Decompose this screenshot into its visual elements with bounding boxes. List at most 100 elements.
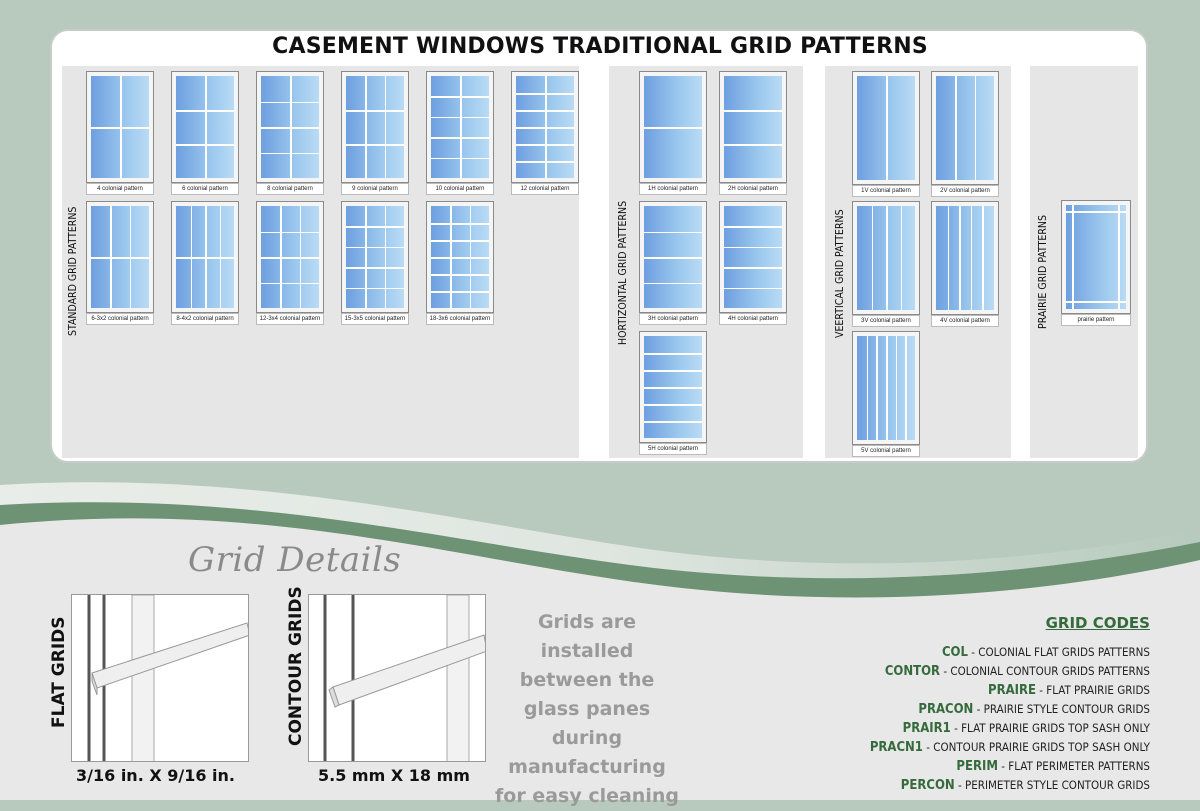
horizontal-section-label: HORTIZONTAL GRID PATTERNS [617, 200, 629, 345]
grid-code-row: COL - COLONIAL FLAT GRIDS PATTERNS [870, 643, 1150, 662]
window-pattern-label: 3V colonial pattern [852, 315, 920, 327]
window-pattern-label: 6 colonial pattern [171, 183, 239, 195]
grid-bar [190, 206, 192, 308]
grid-bar [205, 76, 207, 178]
grid-code: PRAIR1 [902, 721, 951, 736]
grid-bar [724, 267, 782, 269]
grid-code-description: - COLONIAL CONTOUR GRIDS PATTERNS [940, 664, 1150, 678]
grid-code-row: PERIM - FLAT PERIMETER PATTERNS [870, 757, 1150, 776]
grid-code-description: - FLAT PERIMETER PATTERNS [997, 759, 1150, 773]
grid-bar [120, 76, 122, 178]
window-pattern-label: 1H colonial pattern [639, 183, 707, 195]
window-glass [857, 76, 915, 180]
window-pattern: 4 colonial pattern [86, 71, 154, 195]
grid-bar [431, 240, 489, 242]
window-pattern-label: 4 colonial pattern [86, 183, 154, 195]
grid-bar [261, 231, 319, 233]
window-frame [256, 201, 324, 313]
grid-bar [346, 144, 404, 146]
grid-bar [886, 206, 888, 310]
window-pattern: 12-3x4 colonial pattern [256, 201, 324, 325]
grid-bar [724, 246, 782, 249]
window-glass [176, 206, 234, 308]
window-pattern: 4H colonial pattern [719, 201, 787, 325]
window-pattern: 9 colonial pattern [341, 71, 409, 195]
grid-bar [205, 206, 207, 308]
grid-bar [905, 336, 907, 440]
window-frame [639, 331, 707, 443]
window-glass [261, 206, 319, 308]
window-pattern: 6 colonial pattern [171, 71, 239, 195]
window-glass [346, 206, 404, 308]
prairie-section-label: PRAIRIE GRID PATTERNS [1037, 215, 1049, 329]
window-frame [86, 201, 154, 313]
window-pattern-label: 4H colonial pattern [719, 313, 787, 325]
window-glass [91, 206, 149, 308]
grid-bar [365, 206, 367, 308]
grid-code-description: - PERIMETER STYLE CONTOUR GRIDS [954, 778, 1150, 792]
grid-bar [110, 206, 112, 308]
window-frame [852, 71, 920, 185]
window-glass [936, 76, 994, 180]
window-pattern-label: 3H colonial pattern [639, 313, 707, 325]
window-pattern: 8-4x2 colonial pattern [171, 201, 239, 325]
window-glass [91, 76, 149, 178]
grid-code: PERIM [956, 759, 998, 774]
grid-code-row: CONTOR - COLONIAL CONTOUR GRIDS PATTERNS [870, 662, 1150, 681]
window-pattern: prairie pattern [1061, 200, 1131, 326]
standard-section-label: STANDARD GRID PATTERNS [67, 206, 79, 336]
window-frame [256, 71, 324, 183]
window-glass [1066, 205, 1126, 309]
window-frame [171, 71, 239, 183]
grid-bar [261, 282, 319, 284]
window-frame [426, 201, 494, 313]
grid-bar [644, 353, 702, 355]
grid-bar [1066, 211, 1126, 213]
grid-bar [724, 110, 782, 112]
grid-bar [974, 76, 977, 180]
window-pattern: 1V colonial pattern [852, 71, 920, 197]
window-glass [644, 336, 702, 438]
grid-bar [280, 206, 282, 308]
window-pattern: 1H colonial pattern [639, 71, 707, 195]
window-glass [431, 206, 489, 308]
grid-bar [644, 127, 702, 129]
grid-bar [450, 206, 452, 308]
window-glass [724, 206, 782, 308]
grid-codes-heading: GRID CODES [1045, 614, 1150, 632]
window-frame [852, 331, 920, 445]
grid-bar [346, 110, 404, 112]
flat-grid-dimensions: 3/16 in. X 9/16 in. [76, 766, 236, 785]
grid-bar [866, 336, 869, 440]
grid-bar [970, 206, 973, 310]
grid-bar [346, 246, 404, 249]
window-pattern-label: 6-3x2 colonial pattern [86, 313, 154, 325]
window-pattern: 12 colonial pattern [511, 71, 579, 195]
grid-info-text: Grids are installed between the glass pa… [495, 611, 679, 807]
window-pattern-label: 10 colonial pattern [426, 183, 494, 195]
grid-bar [955, 76, 957, 180]
grid-bar [644, 387, 702, 389]
contour-grid-dimensions: 5.5 mm X 18 mm [318, 766, 470, 785]
grid-code-description: - FLAT PRAIRIE GRIDS [1035, 683, 1150, 697]
grid-bar [1072, 205, 1074, 309]
window-frame [719, 71, 787, 183]
window-glass [724, 76, 782, 178]
grid-bar [469, 206, 472, 308]
window-pattern: 3H colonial pattern [639, 201, 707, 325]
grid-bar [900, 206, 902, 310]
window-pattern-label: 12 colonial pattern [511, 183, 579, 195]
window-frame [341, 71, 409, 183]
grid-bar [1118, 205, 1120, 309]
grid-bar [91, 257, 149, 259]
grid-code-row: PRACN1 - CONTOUR PRAIRIE GRIDS TOP SASH … [870, 738, 1150, 757]
grid-bar [871, 206, 873, 310]
grid-bar [431, 291, 489, 293]
grid-code-row: PRACON - PRAIRIE STYLE CONTOUR GRIDS [870, 700, 1150, 719]
grid-bar [431, 274, 489, 276]
grid-code-description: - CONTOUR PRAIRIE GRIDS TOP SASH ONLY [922, 740, 1150, 754]
grid-bar [644, 404, 702, 406]
window-pattern: 10 colonial pattern [426, 71, 494, 195]
grid-bar [431, 257, 489, 259]
